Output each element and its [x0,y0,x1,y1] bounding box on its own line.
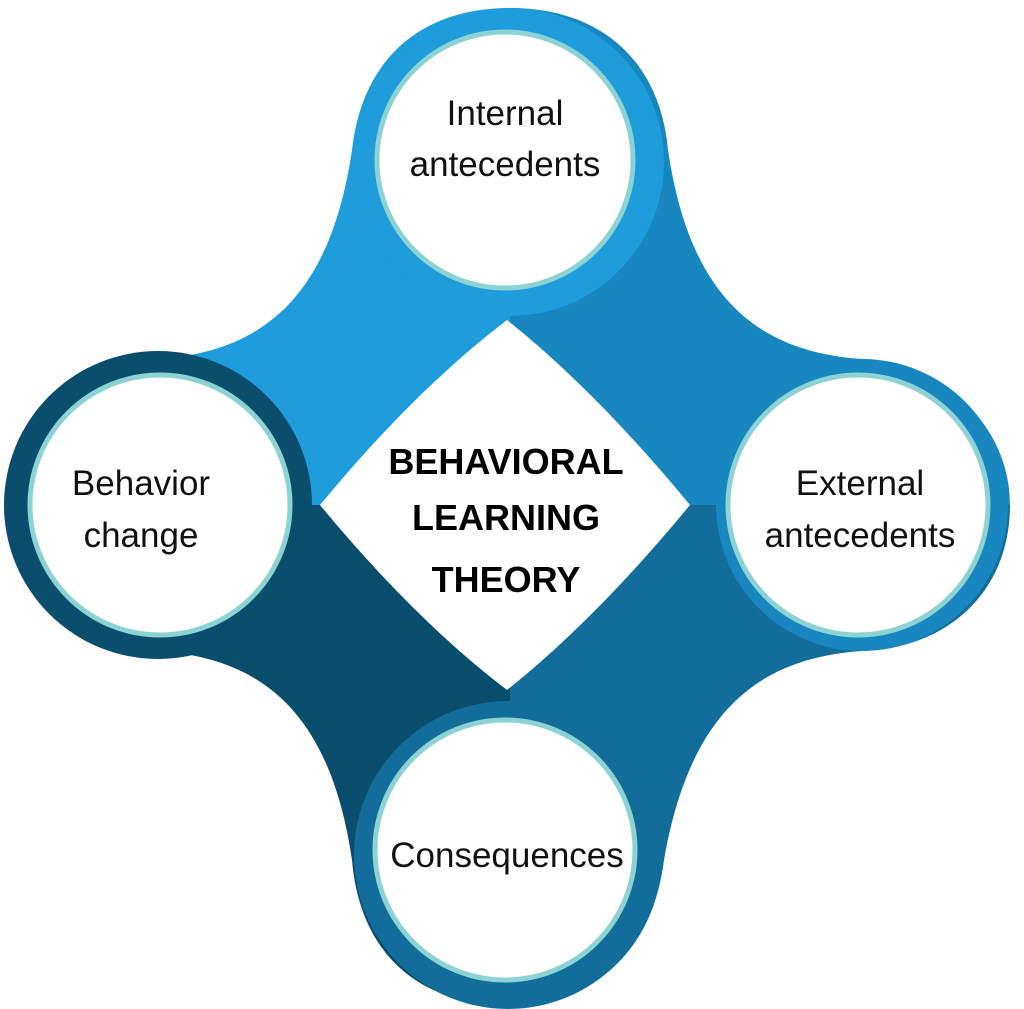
node-label-left-line2: change [84,516,199,555]
node-label-top-line2: antecedents [410,145,601,184]
center-title-line3: THEORY [432,559,581,600]
center-title-line1: BEHAVIORAL [388,441,623,482]
node-circle-external-antecedents [725,372,991,638]
center-lens [320,320,690,690]
node-label-left-line1: Behavior [72,464,210,503]
node-label-top-line1: Internal [447,94,564,133]
node-circle-behavior-change [27,372,293,638]
node-label-right-line2: antecedents [765,516,956,555]
node-label-right-line1: External [796,464,924,503]
node-circle-consequences [372,717,638,983]
node-circle-internal-antecedents [374,29,636,291]
node-label-bottom-line1: Consequences [390,836,624,875]
center-title-line2: LEARNING [412,497,600,538]
